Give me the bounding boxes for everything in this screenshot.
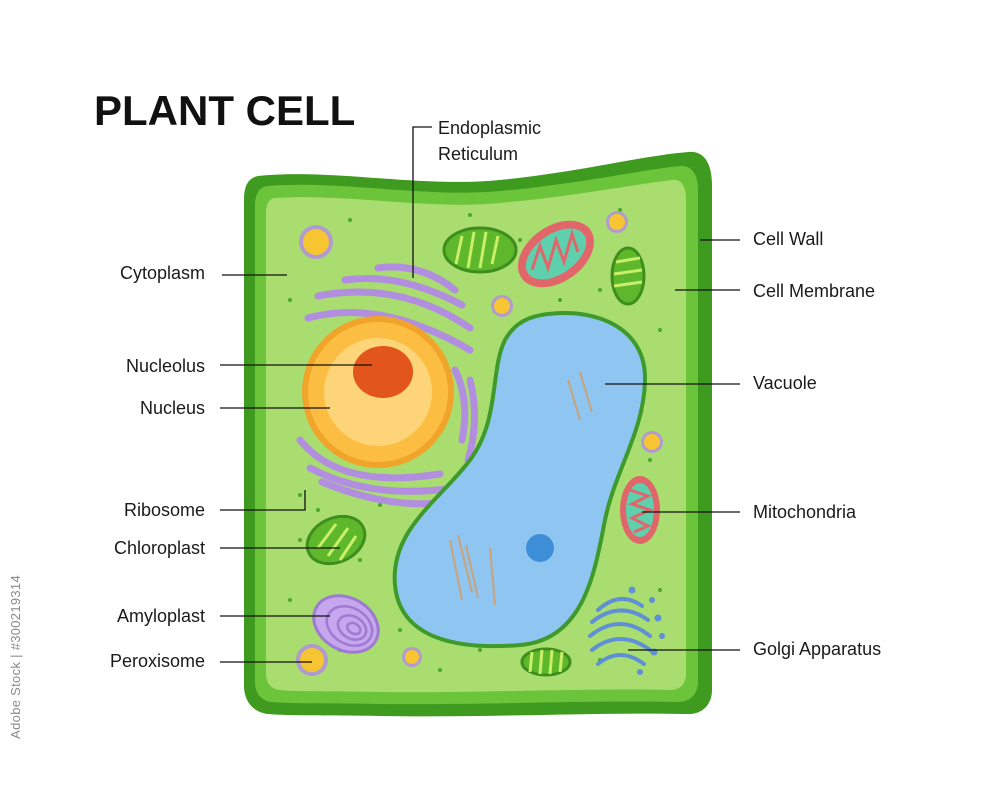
label-chloroplast: Chloroplast [114,538,205,558]
diagram-title: PLANT CELL [94,87,355,134]
label-nucleus: Nucleus [140,398,205,418]
ribosomes [288,208,662,672]
golgi-apparatus [588,597,652,666]
label-amyloplast: Amyloplast [117,606,205,626]
peroxisome [641,431,663,453]
amyloplast [312,594,380,654]
mitochondrion [518,220,594,288]
label-peroxisome: Peroxisome [110,651,205,671]
peroxisome [402,647,422,667]
chloroplast [305,514,367,566]
label-vacuole: Vacuole [753,373,817,393]
vacuole-crystals [449,371,593,606]
chloroplast [610,246,646,306]
vacuole-granule [526,534,554,562]
endoplasmic-reticulum [296,263,478,508]
leader-ribosome [220,490,306,511]
label-cell-wall: Cell Wall [753,229,823,249]
peroxisome [491,295,513,317]
peroxisome [606,211,628,233]
label-golgi-apparatus: Golgi Apparatus [753,639,881,659]
leader-endoplasmic-reticulum [412,126,432,278]
nucleolus [353,346,413,398]
mitochondrion [620,476,660,544]
label-ribosome: Ribosome [124,500,205,520]
label-nucleolus: Nucleolus [126,356,205,376]
chloroplast [520,647,572,677]
peroxisome [299,225,333,259]
vacuole [392,311,648,649]
leader-lines [220,126,740,663]
stock-watermark: Adobe Stock | #300219314 [8,575,23,739]
label-cell-membrane: Cell Membrane [753,281,875,301]
chloroplast [442,226,518,274]
label-endoplasmic-reticulum-line1: Endoplasmic [438,118,541,138]
peroxisome [296,644,328,676]
label-mitochondria: Mitochondria [753,502,857,522]
label-cytoplasm: Cytoplasm [120,263,205,283]
label-endoplasmic-reticulum-line2: Reticulum [438,144,518,164]
